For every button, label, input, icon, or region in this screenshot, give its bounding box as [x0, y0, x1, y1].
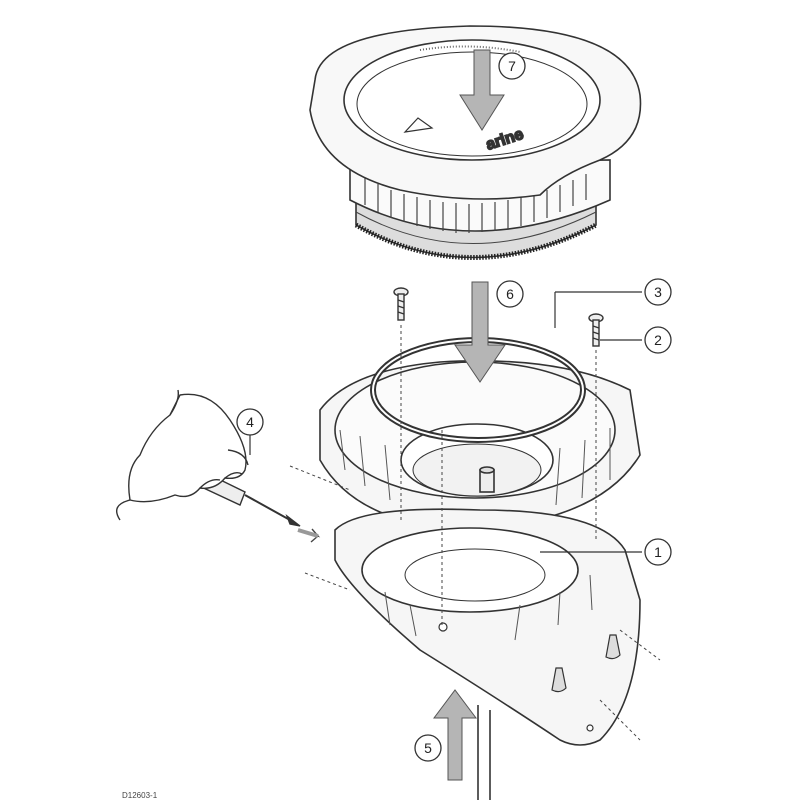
hand-with-screwdriver — [116, 389, 301, 527]
svg-text:6: 6 — [506, 286, 514, 302]
screw-right — [588, 313, 604, 347]
mounting-base — [319, 360, 641, 529]
callout-4: 4 — [236, 408, 264, 436]
svg-text:1: 1 — [654, 544, 662, 560]
reference-code: D12603-1 — [122, 791, 158, 800]
screw-left — [393, 287, 409, 321]
pedestal-bracket — [334, 508, 641, 746]
arrow-7-down — [459, 49, 505, 131]
callout-1: 1 — [644, 538, 672, 566]
leader-lines — [249, 291, 642, 553]
svg-text:2: 2 — [654, 332, 662, 348]
alignment-lines — [289, 325, 661, 741]
dial-pointer — [403, 117, 434, 133]
svg-text:7: 7 — [508, 58, 516, 74]
arrow-6-down — [454, 281, 506, 383]
svg-text:3: 3 — [654, 284, 662, 300]
callout-6: 6 — [496, 280, 524, 308]
callout-7: 7 — [498, 52, 526, 80]
callout-2: 2 — [644, 326, 672, 354]
callout-3: 3 — [644, 278, 672, 306]
svg-text:4: 4 — [246, 414, 254, 430]
callout-5: 5 — [414, 734, 442, 762]
arrow-5-up — [433, 689, 477, 781]
svg-text:5: 5 — [424, 740, 432, 756]
cable-shaft — [477, 705, 491, 800]
